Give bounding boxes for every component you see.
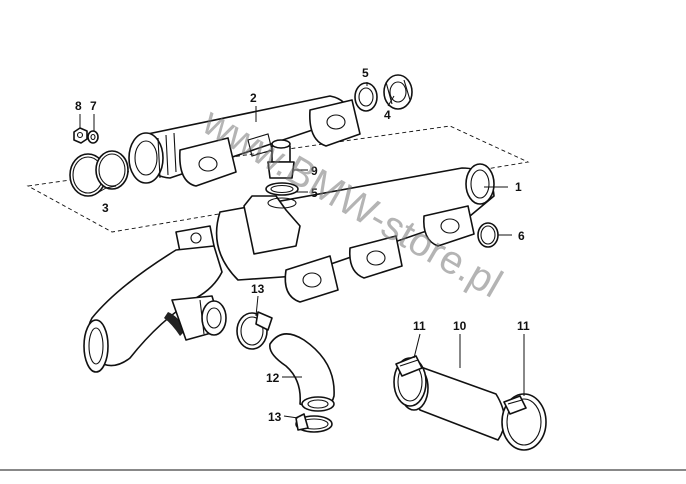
o-ring-small — [477, 222, 499, 248]
callout-11b: 11 — [517, 319, 530, 333]
hex-nut — [73, 127, 88, 144]
leader-lines — [79, 82, 525, 419]
callout-10: 10 — [453, 319, 467, 333]
hose-clamp-left — [393, 355, 427, 407]
spring-washer — [87, 130, 99, 144]
water-manifold — [83, 163, 495, 373]
water-hose — [269, 333, 335, 412]
gasket-ring-upper — [354, 82, 378, 112]
callout-6: 6 — [518, 229, 525, 243]
temperature-sender — [267, 139, 295, 179]
callout-13a: 13 — [251, 282, 265, 296]
callout-5a: 5 — [362, 66, 369, 80]
callout-13b: 13 — [268, 410, 282, 424]
callout-2: 2 — [250, 91, 257, 105]
callout-5b: 5 — [311, 186, 318, 200]
gasket-ring-lower — [265, 182, 299, 209]
dashed-assembly-outline — [26, 125, 530, 233]
callout-3: 3 — [102, 201, 109, 215]
hose-clamp-upper — [236, 311, 273, 350]
upper-water-pipe — [128, 95, 361, 187]
callout-8: 8 — [75, 99, 82, 113]
callout-11a: 11 — [413, 319, 426, 333]
callout-12: 12 — [266, 371, 280, 385]
screw-plug — [383, 74, 413, 110]
callout-9: 9 — [311, 164, 318, 178]
o-rings — [69, 150, 129, 197]
callout-1: 1 — [515, 180, 522, 194]
hose-clamp-right — [501, 393, 547, 451]
hose-clamp-lower — [295, 413, 333, 433]
callout-7: 7 — [90, 99, 97, 113]
callout-4: 4 — [384, 108, 391, 122]
